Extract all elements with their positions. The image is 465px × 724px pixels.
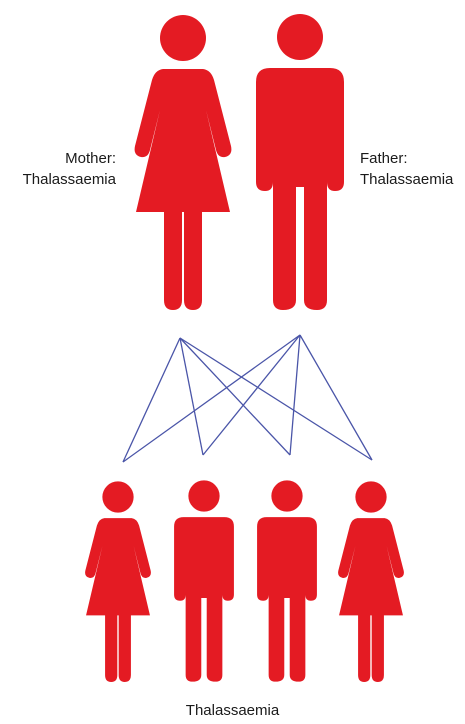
line-mother-child-1 <box>122 337 181 463</box>
child-3-male-figure-icon <box>257 480 317 682</box>
father-role: Father: <box>360 150 408 167</box>
child-2-male-figure-icon <box>174 480 234 682</box>
children-condition: Thalassaemia <box>185 702 280 719</box>
father-male-figure-icon <box>256 14 344 310</box>
line-father-child-1 <box>122 334 301 463</box>
line-mother-child-2 <box>179 337 204 456</box>
line-father-child-3 <box>289 334 301 456</box>
mother-female-figure-icon <box>134 15 232 310</box>
mother-role: Mother: <box>65 150 116 167</box>
line-mother-child-4 <box>179 337 373 461</box>
mother-condition: Thalassaemia <box>22 171 116 188</box>
mother-label: Mother: Thalassaemia <box>8 148 116 190</box>
father-label: Father: Thalassaemia <box>360 148 453 190</box>
father-condition: Thalassaemia <box>360 171 454 188</box>
child-1-female-figure-icon <box>85 481 151 682</box>
line-father-child-4 <box>299 334 373 461</box>
line-mother-child-3 <box>179 337 291 456</box>
children-label: Thalassaemia <box>0 700 465 721</box>
inheritance-lines <box>122 334 373 463</box>
child-4-female-figure-icon <box>338 481 404 682</box>
line-father-child-2 <box>202 334 301 456</box>
